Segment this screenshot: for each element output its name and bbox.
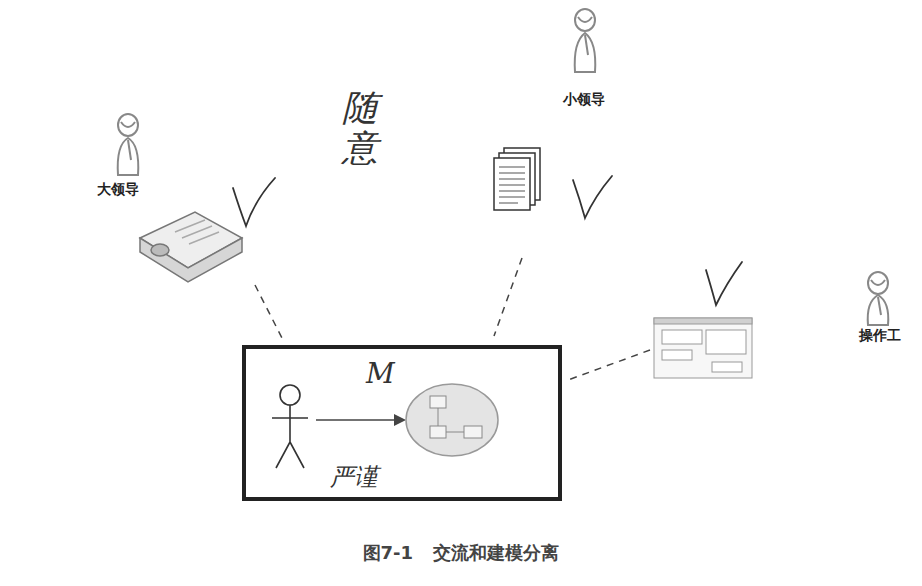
handwritten-note: M bbox=[366, 357, 395, 390]
check-mark bbox=[233, 178, 275, 226]
check-mark bbox=[233, 176, 742, 305]
dashed-link bbox=[494, 258, 522, 336]
dashed-link bbox=[568, 350, 650, 380]
projector-icon bbox=[140, 212, 242, 282]
screen-form-icon bbox=[654, 318, 752, 378]
stick-figure bbox=[272, 385, 308, 468]
projector-vents bbox=[175, 220, 219, 244]
model-class bbox=[464, 426, 482, 438]
person-body bbox=[868, 295, 889, 325]
form-titlebar bbox=[654, 318, 752, 324]
arrow-line bbox=[316, 419, 396, 421]
person-face bbox=[578, 17, 592, 22]
form-field bbox=[662, 350, 692, 360]
model-class bbox=[430, 426, 446, 438]
arrow bbox=[316, 414, 406, 426]
dashed-link bbox=[255, 258, 650, 380]
person-icon bbox=[868, 272, 889, 325]
person-body bbox=[118, 138, 139, 175]
person-tie bbox=[128, 140, 131, 160]
check-mark bbox=[706, 262, 742, 305]
form-field bbox=[706, 330, 746, 354]
stick-head bbox=[280, 385, 300, 405]
form-window bbox=[654, 318, 752, 378]
model-class bbox=[430, 396, 446, 408]
person-face bbox=[121, 122, 135, 127]
check-mark bbox=[573, 176, 612, 218]
role-label: 小领导 bbox=[563, 91, 605, 109]
person-face bbox=[871, 280, 885, 285]
person-head bbox=[575, 9, 595, 31]
model-link bbox=[438, 408, 464, 432]
role-label: 大领导 bbox=[97, 181, 139, 199]
person-head bbox=[118, 114, 138, 136]
form-button bbox=[712, 362, 742, 372]
handwritten-note: 严谨 bbox=[330, 461, 378, 493]
model-ellipse bbox=[406, 384, 498, 456]
document-lines bbox=[499, 167, 525, 203]
document-page bbox=[494, 158, 530, 210]
arrow-head bbox=[394, 414, 406, 426]
projector-side bbox=[140, 238, 242, 282]
model-ellipse bbox=[406, 384, 498, 456]
person-tie bbox=[878, 297, 881, 315]
form-field bbox=[662, 330, 702, 344]
figure-caption: 图7-1 交流和建模分离 bbox=[363, 541, 560, 565]
model-box: M 严谨 bbox=[242, 345, 562, 501]
projector-lens bbox=[151, 244, 169, 256]
role-label: 操作工 bbox=[859, 327, 901, 345]
person-icon bbox=[118, 114, 139, 175]
dashed-link bbox=[255, 285, 282, 338]
person-head bbox=[868, 272, 888, 294]
stick-body bbox=[272, 405, 308, 468]
person-tie bbox=[585, 35, 588, 55]
person-body bbox=[575, 33, 596, 72]
handwritten-note: 随意 bbox=[342, 88, 378, 167]
document-icon bbox=[494, 148, 540, 210]
person-icon bbox=[575, 9, 596, 72]
